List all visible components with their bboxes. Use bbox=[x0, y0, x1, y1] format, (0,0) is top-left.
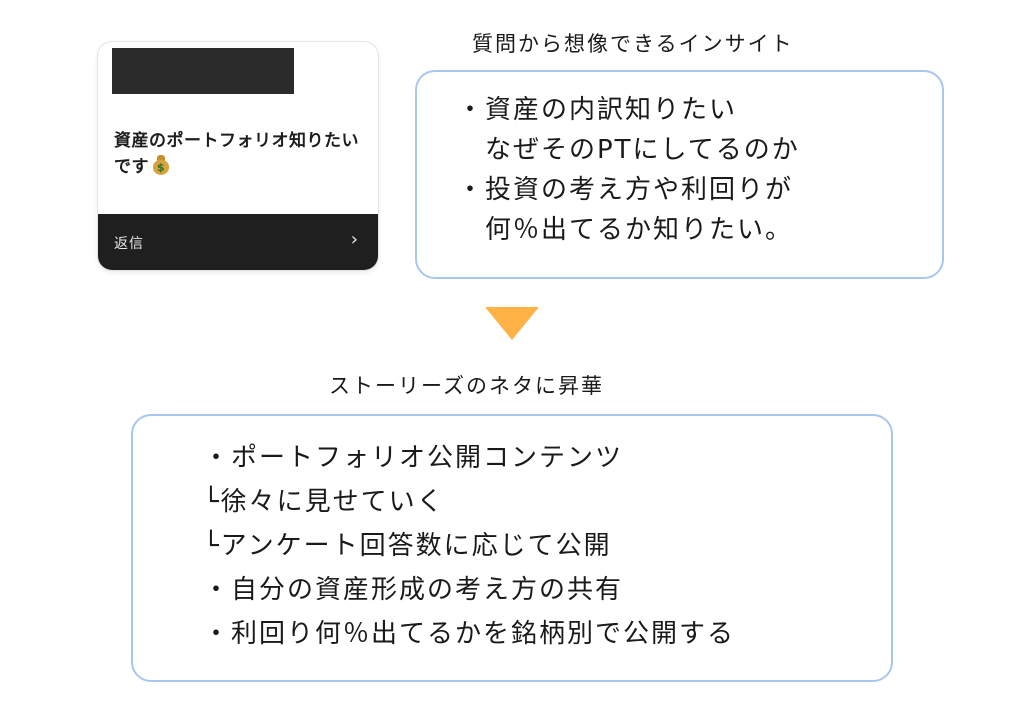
question-label: 資産のポートフォリオ知りたいです bbox=[114, 131, 359, 177]
insight-line: 何％出てるか知りたい。 bbox=[457, 215, 794, 245]
reply-label[interactable]: 返信 bbox=[114, 236, 144, 252]
stories-line: └アンケート回答数に応じて公開 bbox=[203, 531, 612, 561]
insight-list: ・資産の内訳知りたい なぜそのPTにしてるのか ・投資の考え方や利回りが 何％出… bbox=[457, 90, 800, 250]
insight-line: ・投資の考え方や利回りが bbox=[457, 175, 794, 205]
stories-line: ・ポートフォリオ公開コンテンツ bbox=[203, 443, 624, 473]
chevron-right-icon[interactable]: › bbox=[350, 229, 358, 250]
redacted-header bbox=[112, 48, 294, 94]
insight-box: ・資産の内訳知りたい なぜそのPTにしてるのか ・投資の考え方や利回りが 何％出… bbox=[415, 70, 944, 279]
question-text: 資産のポートフォリオ知りたいです$ bbox=[114, 128, 364, 180]
stories-box: ・ポートフォリオ公開コンテンツ └徐々に見せていく └アンケート回答数に応じて公… bbox=[131, 414, 893, 682]
stories-list: ・ポートフォリオ公開コンテンツ └徐々に見せていく └アンケート回答数に応じて公… bbox=[203, 436, 735, 656]
stories-line: ・利回り何％出てるかを銘柄別で公開する bbox=[203, 619, 736, 649]
down-triangle-icon bbox=[485, 307, 539, 340]
stories-heading: ストーリーズのネタに昇華 bbox=[329, 374, 604, 398]
money-bag-icon: $ bbox=[152, 155, 170, 175]
stories-line: └徐々に見せていく bbox=[203, 487, 445, 517]
reply-bar[interactable]: 返信 › bbox=[98, 214, 378, 270]
insight-line: なぜそのPTにしてるのか bbox=[457, 135, 800, 165]
question-card: 資産のポートフォリオ知りたいです$ 返信 › bbox=[98, 42, 378, 270]
insight-line: ・資産の内訳知りたい bbox=[457, 95, 738, 125]
stories-line: ・自分の資産形成の考え方の共有 bbox=[203, 575, 624, 605]
insight-heading: 質問から想像できるインサイト bbox=[472, 32, 794, 56]
